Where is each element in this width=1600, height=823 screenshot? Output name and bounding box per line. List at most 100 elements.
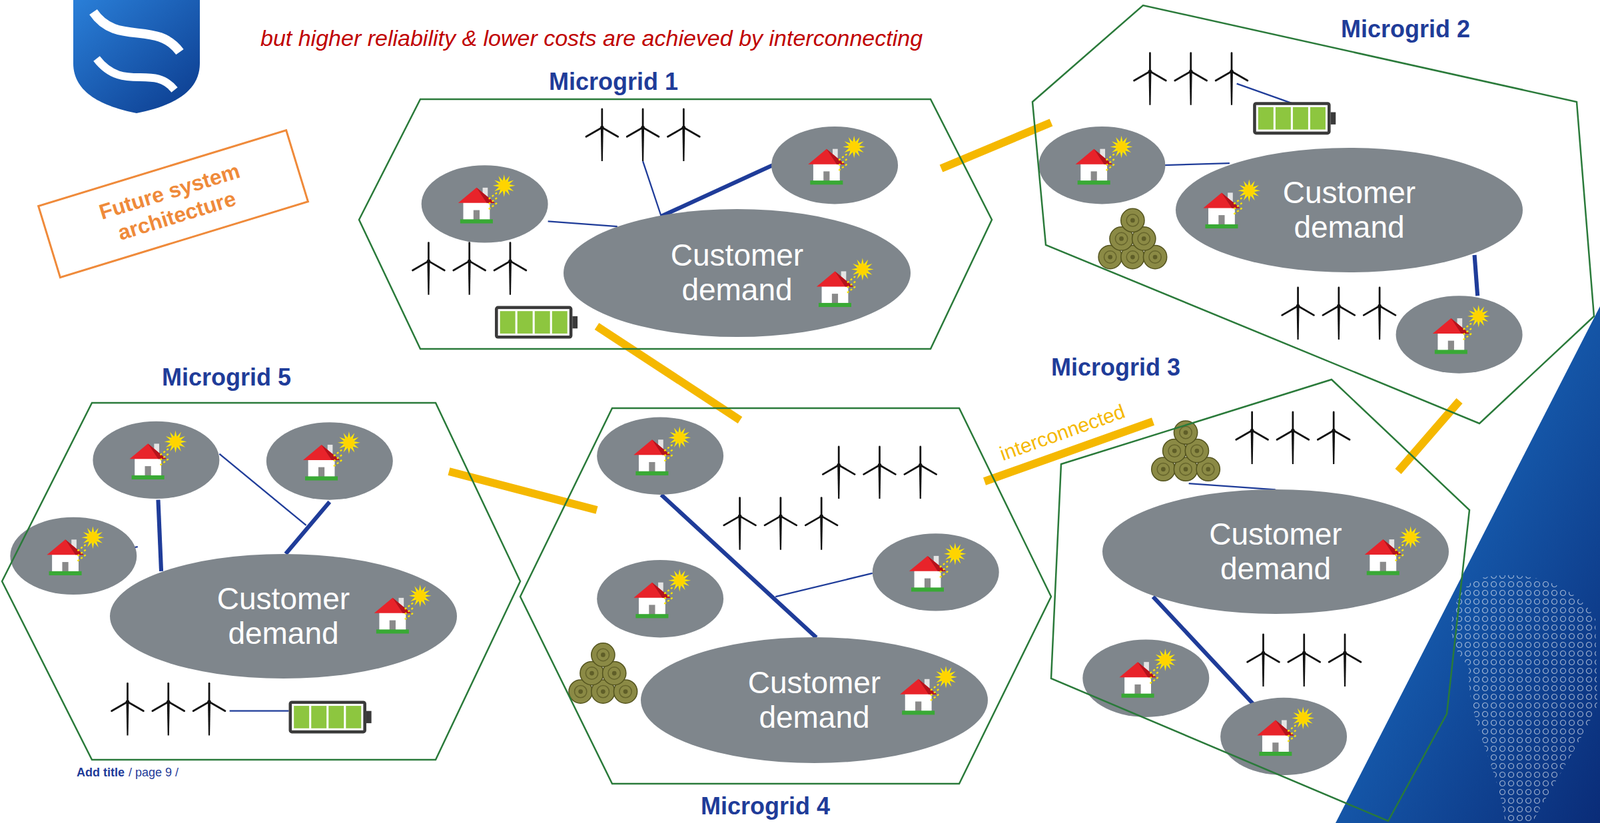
house-plot bbox=[872, 533, 1000, 611]
sun-disc bbox=[1115, 141, 1128, 153]
house-plot bbox=[421, 165, 549, 243]
turbine-blade bbox=[683, 127, 700, 137]
house-plot bbox=[92, 421, 220, 499]
house-lawn bbox=[635, 614, 669, 619]
battery-cell bbox=[1310, 107, 1326, 130]
house-roof bbox=[129, 443, 167, 459]
turbine-hub bbox=[819, 514, 824, 519]
bale-roll bbox=[1179, 462, 1192, 475]
bale-roll bbox=[1137, 232, 1150, 245]
house-icon bbox=[1364, 526, 1423, 576]
house-plot bbox=[1082, 639, 1209, 717]
turbine-blade bbox=[1252, 430, 1269, 440]
house-door bbox=[648, 604, 655, 615]
turbine-tower bbox=[1343, 652, 1347, 687]
bale-core bbox=[1172, 448, 1178, 454]
turbine-tower bbox=[508, 261, 512, 296]
turbine-blade bbox=[1328, 652, 1345, 663]
prosumer-house bbox=[92, 421, 220, 499]
biomass-bales bbox=[568, 643, 638, 704]
turbine-blade bbox=[469, 261, 486, 271]
sun-beam bbox=[160, 458, 169, 465]
turbine-hub bbox=[426, 259, 431, 264]
house-door bbox=[1380, 562, 1387, 573]
house-door bbox=[648, 462, 655, 473]
demand-label: Customer demand bbox=[748, 666, 881, 735]
turbine-hub bbox=[508, 259, 513, 264]
house-wall bbox=[638, 596, 666, 616]
house-icon bbox=[129, 430, 188, 480]
demand-house bbox=[899, 666, 958, 716]
house-door bbox=[145, 466, 152, 477]
slide-title: but higher reliability & lower costs are… bbox=[260, 25, 923, 52]
house-roof bbox=[909, 556, 946, 572]
sun-beam bbox=[664, 454, 673, 461]
demand-label: Customer demand bbox=[1282, 175, 1416, 245]
turbine-blade bbox=[820, 498, 823, 517]
turbine-blade bbox=[821, 516, 838, 526]
bale-roll bbox=[585, 667, 598, 680]
house-wall bbox=[1369, 552, 1397, 573]
sun-disc bbox=[1297, 712, 1309, 725]
turbine-blade bbox=[586, 127, 603, 137]
turbine-hub bbox=[1342, 651, 1347, 656]
bale-roll bbox=[574, 685, 587, 698]
turbine-blade bbox=[863, 465, 880, 475]
turbine-blade bbox=[837, 446, 840, 466]
bale-core bbox=[1183, 430, 1189, 435]
sun-disc bbox=[856, 263, 868, 276]
turbine-blade bbox=[805, 516, 822, 526]
wind-turbines bbox=[412, 243, 527, 296]
turbine-blade bbox=[626, 127, 643, 137]
house-lawn bbox=[635, 471, 669, 476]
microgrid-heading: Microgrid 2 bbox=[1340, 15, 1471, 44]
power-wire bbox=[157, 500, 162, 572]
house-wall bbox=[1080, 162, 1108, 182]
turbine-blade bbox=[838, 465, 855, 475]
turbine-blade bbox=[453, 261, 470, 271]
sun-disc bbox=[1243, 185, 1255, 197]
biomass-bales bbox=[1098, 208, 1168, 269]
turbine-hub bbox=[778, 514, 783, 519]
demand-label: Customer demand bbox=[1208, 517, 1342, 587]
prosumer-house bbox=[266, 422, 394, 500]
battery-terminal bbox=[366, 711, 372, 724]
power-wire bbox=[642, 161, 662, 217]
house-door bbox=[1272, 742, 1279, 753]
battery-cell bbox=[500, 311, 516, 334]
bale-roll bbox=[1126, 214, 1139, 227]
turbine-blade bbox=[1322, 306, 1339, 316]
turbine-tower bbox=[682, 127, 685, 162]
house-plot bbox=[596, 560, 724, 638]
house-icon bbox=[303, 431, 361, 481]
bale-roll bbox=[1115, 232, 1128, 245]
demand-label: Customer demand bbox=[670, 238, 804, 308]
sun-disc bbox=[674, 432, 686, 444]
house-door bbox=[1134, 684, 1141, 695]
power-wire bbox=[1474, 255, 1479, 296]
battery-cell bbox=[311, 706, 327, 729]
turbine-blade bbox=[428, 261, 445, 271]
wind-turbines bbox=[111, 683, 226, 736]
sun-disc bbox=[674, 574, 686, 587]
house-roof bbox=[458, 187, 495, 204]
house-door bbox=[1448, 341, 1455, 352]
turbine-blade bbox=[209, 702, 226, 712]
demand-ellipse: Customer demand bbox=[563, 209, 911, 338]
battery-cell bbox=[552, 311, 568, 334]
sun-disc bbox=[949, 548, 961, 560]
house-plot bbox=[1220, 698, 1347, 776]
hexagon-border bbox=[359, 99, 992, 350]
biomass-bales bbox=[1151, 420, 1221, 481]
microgrid-region: Microgrid 1Customer demand bbox=[359, 99, 992, 350]
turbine-blade bbox=[1344, 652, 1361, 663]
prosumer-house bbox=[1396, 295, 1523, 374]
demand-house bbox=[374, 584, 432, 635]
house-icon bbox=[1075, 135, 1134, 186]
logo-stroke bbox=[93, 11, 180, 52]
power-wire bbox=[661, 165, 773, 217]
bale-roll bbox=[1191, 444, 1203, 457]
turbine-blade bbox=[1175, 71, 1192, 81]
footer-title: Add title bbox=[76, 766, 125, 781]
sun-beam bbox=[939, 571, 948, 578]
